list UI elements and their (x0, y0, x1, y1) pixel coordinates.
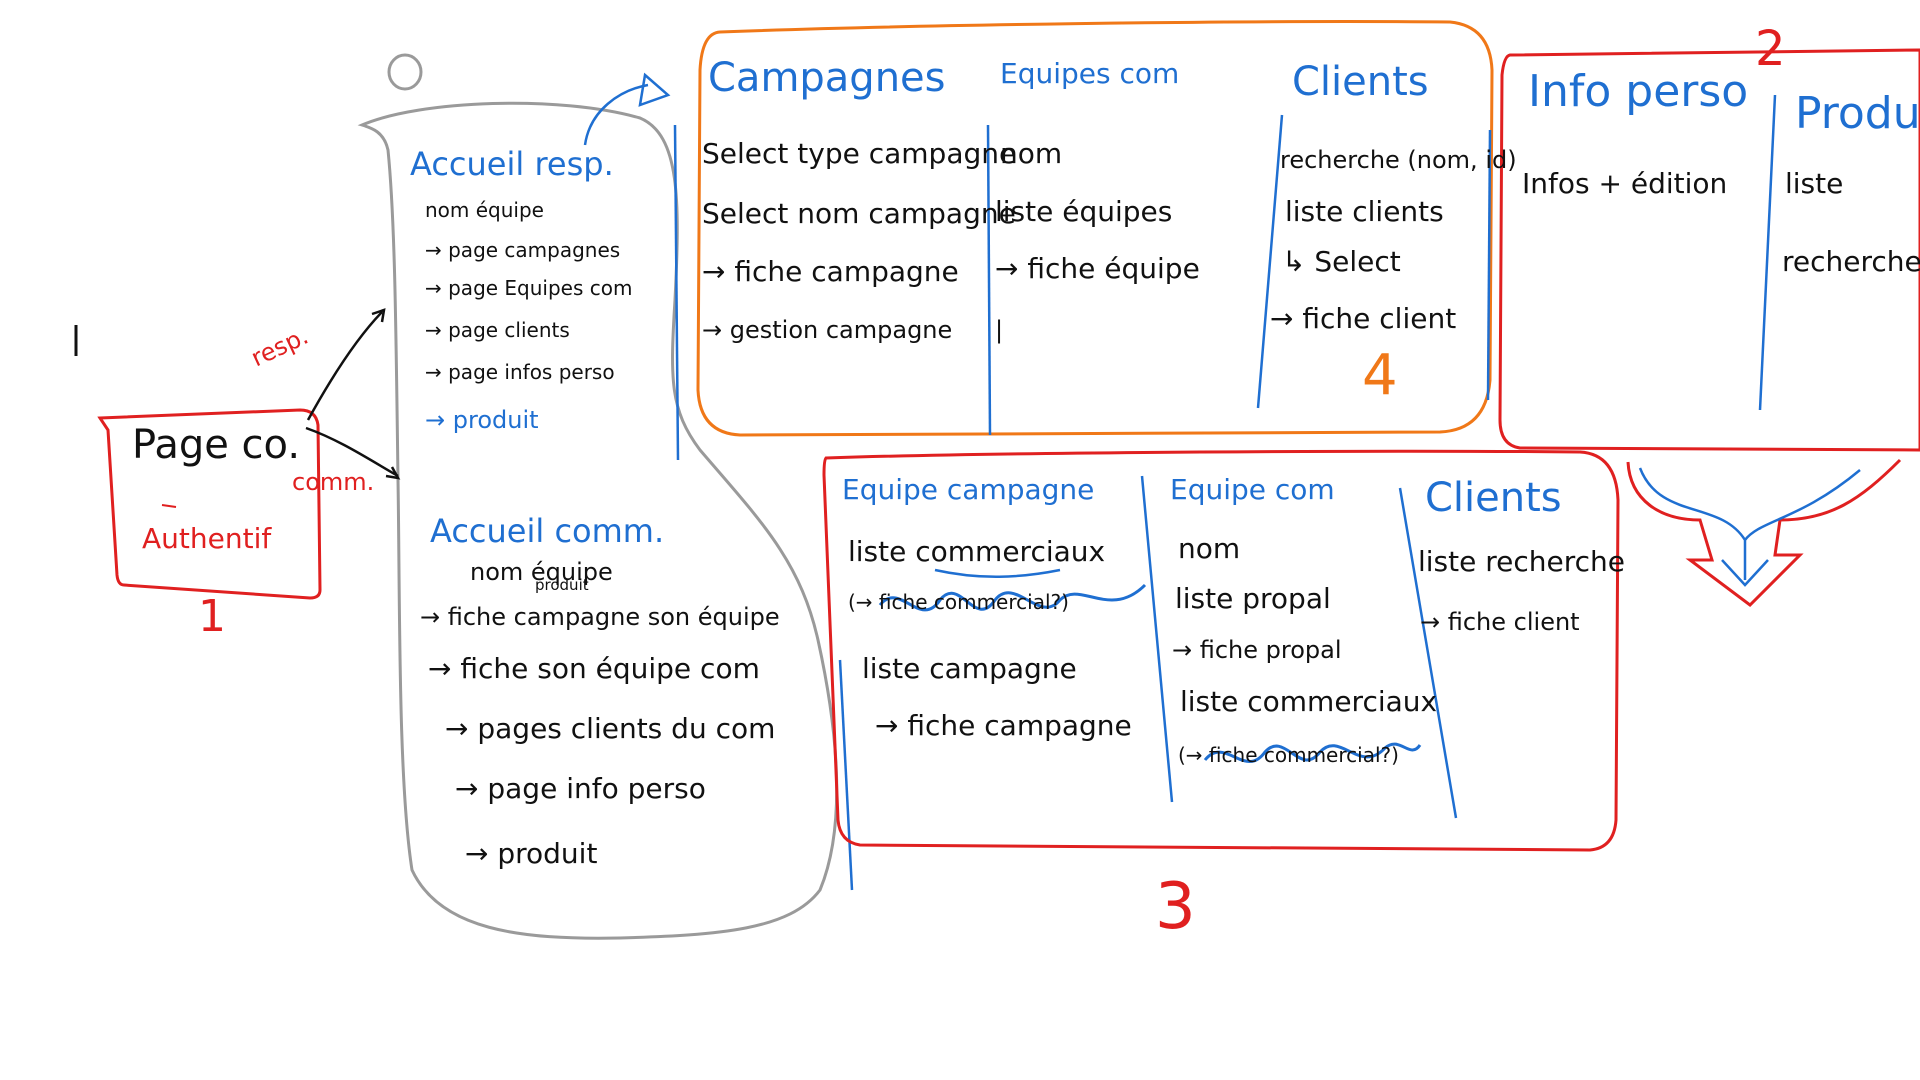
accueil-comm-item: → fiche campagne son équipe (420, 603, 780, 631)
underline-commerciaux (934, 568, 1061, 578)
group2-col2-title: Produ (1795, 88, 1920, 139)
group2-divider (1758, 94, 1777, 411)
accueil-resp-item: → page campagnes (425, 238, 621, 262)
group3-divider-2 (1398, 487, 1458, 819)
group3-col2-item: liste propal (1175, 582, 1331, 615)
accueil-divider-2 (838, 659, 854, 891)
accueil-resp-item: → produit (425, 406, 539, 434)
group4-col2-item: nom (1000, 137, 1063, 170)
arrow-comm (305, 426, 399, 478)
group4-col3-item: liste clients (1285, 195, 1444, 228)
accueil-comm-item: → pages clients du com (445, 712, 776, 745)
group2-box (1498, 48, 1920, 452)
strikeout-scribble-2 (1203, 742, 1422, 764)
group2-col1-title: Info perso (1528, 66, 1749, 117)
group3-col3-title: Clients (1425, 475, 1562, 521)
group3-col2-item: nom (1178, 532, 1241, 565)
arrow-resp-head (371, 308, 386, 323)
accueil-resp-item: → page infos perso (425, 360, 615, 384)
accueil-comm-subtitle-2: produit (535, 576, 589, 594)
group4-col2-item: liste équipes (995, 195, 1173, 228)
group4-col1-item: Select nom campagne (702, 197, 1016, 230)
group4-divider-3 (1486, 129, 1492, 401)
group3-col2-item: → fiche propal (1172, 636, 1342, 664)
accueil-resp-title: Accueil resp. (410, 145, 614, 183)
group3-col2-item: liste commerciaux (1180, 685, 1438, 718)
accueil-comm-item: → page info perso (455, 772, 706, 805)
group3-col1-title: Equipe campagne (842, 473, 1095, 506)
page-connexion-number: 1 (198, 591, 226, 642)
accueil-comm-subtitle: nom équipe (470, 558, 613, 586)
accueil-resp-item: → page Equipes com (425, 276, 633, 300)
arrow-resp (306, 311, 383, 421)
group4-col2-title: Equipes com (1000, 57, 1180, 90)
group2-col2-item: recherche (1782, 245, 1920, 278)
group3-col1-item: → fiche campagne (875, 709, 1132, 742)
group4-col1-item: → fiche campagne (702, 255, 959, 288)
group4-divider-2 (1256, 114, 1284, 409)
group4-col3-item: ↳ Select (1282, 245, 1401, 278)
arrow-comm-head (385, 466, 401, 480)
accueil-divider-1 (673, 124, 680, 461)
group3-box (822, 449, 1620, 852)
tick-mark (161, 504, 177, 508)
accueil-resp-item: → page clients (425, 318, 570, 342)
arrow-to-group4-head (638, 72, 671, 107)
strikeout-scribble-1 (878, 583, 1147, 612)
accueil-comm-item: → produit (465, 837, 598, 870)
group3-number: 3 (1155, 870, 1196, 944)
group2-col2-item: liste (1785, 167, 1844, 200)
accueil-comm-title: Accueil comm. (430, 512, 665, 550)
group4-col3-title: Clients (1292, 59, 1429, 105)
group3-col1-item: liste campagne (862, 652, 1077, 685)
group4-box (696, 20, 1494, 437)
group4-col1-item: Select type campagne (702, 137, 1017, 170)
accueil-comm-item: → fiche son équipe com (428, 652, 760, 685)
accueil-resp-item: nom équipe (425, 198, 544, 222)
group3-col3-item: liste recherche (1418, 545, 1626, 578)
link-label-comm: comm. (292, 468, 375, 496)
group3-col2-item: (→ fiche commercial?) (1178, 743, 1399, 767)
group3-col1-item: (→ fiche commercial?) (848, 590, 1069, 614)
group2-down-arrow-blue (1638, 467, 1861, 587)
group4-divider-1 (986, 124, 992, 436)
group3-col2-title: Equipe com (1170, 473, 1335, 506)
group3-col1-item: liste commerciaux (848, 535, 1106, 568)
accueil-number-circle (387, 53, 423, 91)
group3-divider-1 (1140, 475, 1174, 803)
group4-col1-title: Campagnes (708, 55, 946, 101)
group2-down-arrow (1626, 458, 1902, 607)
group4-col2-item: | (995, 316, 1004, 344)
group2-number: 2 (1755, 21, 1786, 77)
group4-col3-item: recherche (nom, id) (1280, 146, 1517, 174)
arrow-to-group4 (583, 83, 649, 146)
group2-col1-item: Infos + édition (1522, 167, 1728, 200)
group3-col3-item: → fiche client (1420, 608, 1580, 636)
page-connexion-title: Page co. (132, 422, 301, 468)
group4-col2-item: → fiche équipe (995, 252, 1200, 285)
page-connexion-subtitle: Authentif (142, 522, 272, 555)
group4-number: 4 (1362, 343, 1398, 408)
group4-col1-item: → gestion campagne (702, 316, 953, 344)
group4-col3-item: → fiche client (1270, 302, 1457, 335)
